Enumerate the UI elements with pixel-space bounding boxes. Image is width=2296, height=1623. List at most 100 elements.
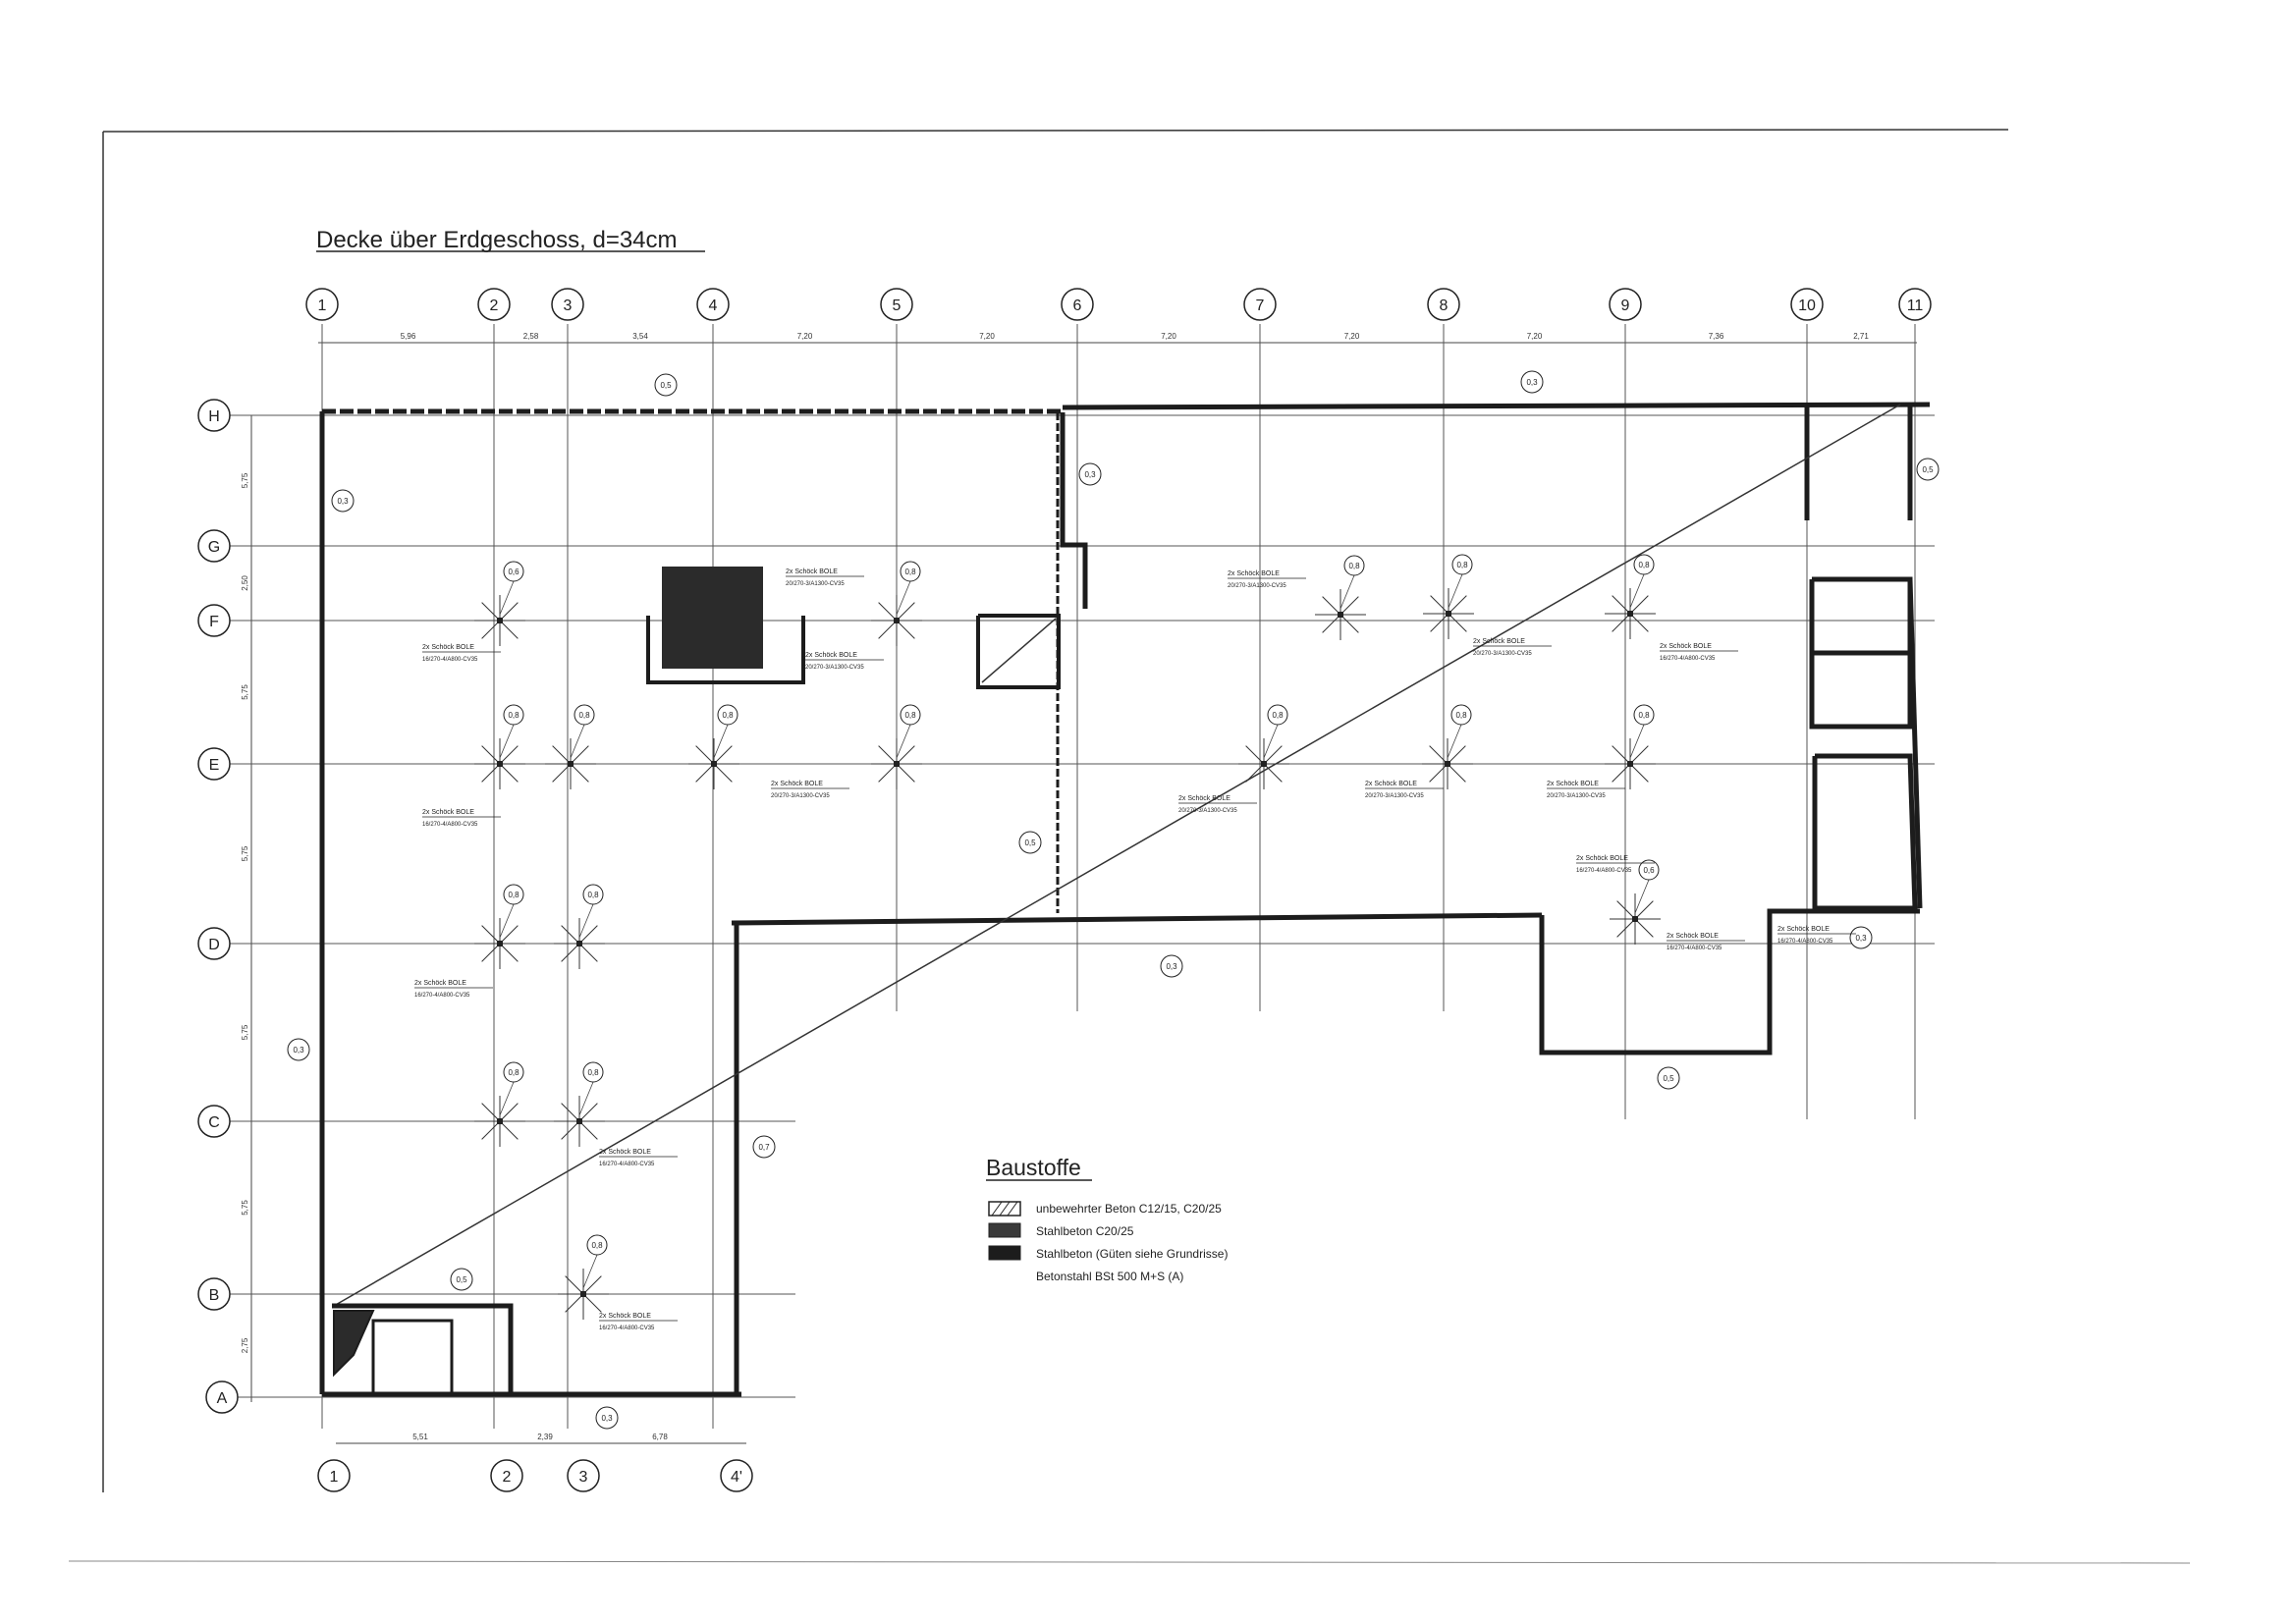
dimension-label: 7,20 bbox=[1161, 332, 1176, 341]
svg-text:0,5: 0,5 bbox=[456, 1275, 467, 1284]
svg-text:0,5: 0,5 bbox=[1922, 465, 1934, 474]
dimension-label: 5,51 bbox=[412, 1433, 428, 1441]
svg-text:10: 10 bbox=[1798, 298, 1816, 314]
svg-text:F: F bbox=[209, 614, 219, 630]
svg-text:0,8: 0,8 bbox=[587, 1068, 599, 1077]
dimension-label: 5,75 bbox=[241, 684, 249, 700]
axis-bubble-number: 2 bbox=[477, 288, 511, 321]
legend-label-darker: Stahlbeton (Güten siehe Grundrisse) bbox=[1036, 1247, 1228, 1261]
svg-text:16/270-4/A800-CV35: 16/270-4/A800-CV35 bbox=[422, 657, 478, 663]
svg-text:D: D bbox=[208, 937, 220, 953]
svg-text:2x Schöck BOLE: 2x Schöck BOLE bbox=[1777, 926, 1830, 933]
stair-opening bbox=[646, 616, 805, 684]
svg-text:0,8: 0,8 bbox=[578, 711, 590, 720]
column-cross: 0,6 bbox=[1610, 859, 1661, 945]
svg-text:0,8: 0,8 bbox=[1638, 561, 1650, 569]
column-cross: 0,8 bbox=[474, 704, 525, 789]
axis-bubble-number: 6 bbox=[1061, 288, 1094, 321]
axis-bubble-letter: F bbox=[197, 604, 231, 637]
svg-text:4': 4' bbox=[731, 1469, 742, 1486]
svg-text:8: 8 bbox=[1440, 298, 1449, 314]
svg-text:0,8: 0,8 bbox=[904, 711, 916, 720]
column-cross: 0,8 bbox=[1315, 555, 1366, 640]
svg-text:0,3: 0,3 bbox=[1526, 378, 1538, 387]
legend-title: Baustoffe bbox=[986, 1155, 1081, 1180]
svg-text:C: C bbox=[208, 1114, 220, 1131]
legend-label-hatch: unbewehrter Beton C12/15, C20/25 bbox=[1036, 1202, 1222, 1216]
svg-text:0,3: 0,3 bbox=[293, 1046, 304, 1055]
svg-text:20/270-3/A1300-CV35: 20/270-3/A1300-CV35 bbox=[1365, 793, 1424, 799]
svg-text:16/270-4/A800-CV35: 16/270-4/A800-CV35 bbox=[1777, 939, 1833, 945]
dimension-label: 5,75 bbox=[241, 1200, 249, 1216]
svg-text:9: 9 bbox=[1621, 298, 1630, 314]
axis-bubble-number: 1 bbox=[305, 288, 339, 321]
legend-item-darker: Stahlbeton (Güten siehe Grundrisse) bbox=[988, 1245, 1228, 1261]
svg-text:0,5: 0,5 bbox=[1024, 839, 1036, 847]
axis-bubble-number-bottom: 2 bbox=[490, 1459, 523, 1492]
column-cross: 0,8 bbox=[1605, 704, 1656, 789]
svg-text:0,5: 0,5 bbox=[1663, 1074, 1674, 1083]
axis-bubble-number: 10 bbox=[1790, 288, 1824, 321]
column-cross: 0,8 bbox=[871, 704, 922, 789]
svg-text:2x Schöck BOLE: 2x Schöck BOLE bbox=[599, 1313, 651, 1320]
svg-text:2x Schöck BOLE: 2x Schöck BOLE bbox=[805, 652, 857, 659]
svg-text:0,8: 0,8 bbox=[508, 1068, 519, 1077]
axis-bubble-letter: B bbox=[197, 1277, 231, 1311]
column-cross: 0,8 bbox=[871, 561, 922, 646]
dimension-label: 2,39 bbox=[537, 1433, 553, 1441]
shaft-opening bbox=[976, 614, 1061, 689]
svg-text:0,8: 0,8 bbox=[904, 568, 916, 576]
svg-text:2x Schöck BOLE: 2x Schöck BOLE bbox=[1228, 570, 1280, 577]
wall-callout: 0,3 bbox=[595, 1406, 619, 1430]
svg-text:16/270-4/A800-CV35: 16/270-4/A800-CV35 bbox=[599, 1162, 655, 1167]
axis-bubble-letter: E bbox=[197, 747, 231, 781]
svg-text:2x Schöck BOLE: 2x Schöck BOLE bbox=[422, 644, 474, 651]
svg-text:2x Schöck BOLE: 2x Schöck BOLE bbox=[1667, 933, 1719, 940]
svg-text:20/270-3/A1300-CV35: 20/270-3/A1300-CV35 bbox=[1228, 583, 1286, 589]
svg-text:1: 1 bbox=[318, 298, 327, 314]
svg-text:16/270-4/A800-CV35: 16/270-4/A800-CV35 bbox=[1660, 656, 1716, 662]
dimension-label: 2,58 bbox=[523, 332, 539, 341]
column-cross: 0,8 bbox=[1422, 704, 1473, 789]
column-cross: 0,8 bbox=[558, 1234, 609, 1320]
svg-text:0,7: 0,7 bbox=[758, 1143, 770, 1152]
axis-bubble-number: 5 bbox=[880, 288, 913, 321]
slab-outline bbox=[319, 402, 1931, 1397]
svg-text:0,8: 0,8 bbox=[587, 891, 599, 899]
svg-text:1: 1 bbox=[330, 1469, 339, 1486]
right-rooms bbox=[1809, 576, 1918, 911]
svg-text:0,3: 0,3 bbox=[1166, 962, 1177, 971]
axis-bubble-letter: A bbox=[205, 1380, 239, 1414]
svg-text:3: 3 bbox=[564, 298, 573, 314]
axis-bubble-letter: H bbox=[197, 399, 231, 432]
wall-callout: 0,3 bbox=[1849, 926, 1873, 949]
dimension-label: 3,54 bbox=[632, 332, 648, 341]
svg-text:2x Schöck BOLE: 2x Schöck BOLE bbox=[1660, 643, 1712, 650]
stair-core-block bbox=[662, 567, 763, 669]
column-cross: 0,8 bbox=[554, 884, 605, 969]
svg-text:20/270-3/A1300-CV35: 20/270-3/A1300-CV35 bbox=[1547, 793, 1606, 799]
dimension-label: 5,75 bbox=[241, 1024, 249, 1040]
svg-text:B: B bbox=[209, 1287, 220, 1304]
svg-text:3: 3 bbox=[579, 1469, 588, 1486]
svg-text:2x Schöck BOLE: 2x Schöck BOLE bbox=[599, 1149, 651, 1156]
svg-text:0,8: 0,8 bbox=[591, 1241, 603, 1250]
frame-top bbox=[102, 129, 2009, 133]
svg-text:2x Schöck BOLE: 2x Schöck BOLE bbox=[1547, 781, 1599, 787]
axis-bubble-letter: G bbox=[197, 529, 231, 563]
wall-callout: 0,5 bbox=[1018, 831, 1042, 854]
dimension-label: 2,71 bbox=[1853, 332, 1869, 341]
svg-text:0,3: 0,3 bbox=[601, 1414, 613, 1423]
dimension-label: 7,36 bbox=[1709, 332, 1724, 341]
wall-callout: 0,3 bbox=[287, 1038, 310, 1061]
svg-text:0,3: 0,3 bbox=[1084, 470, 1096, 479]
wall-callout: 0,3 bbox=[1078, 462, 1102, 486]
svg-text:0,8: 0,8 bbox=[508, 891, 519, 899]
svg-text:G: G bbox=[208, 539, 220, 556]
